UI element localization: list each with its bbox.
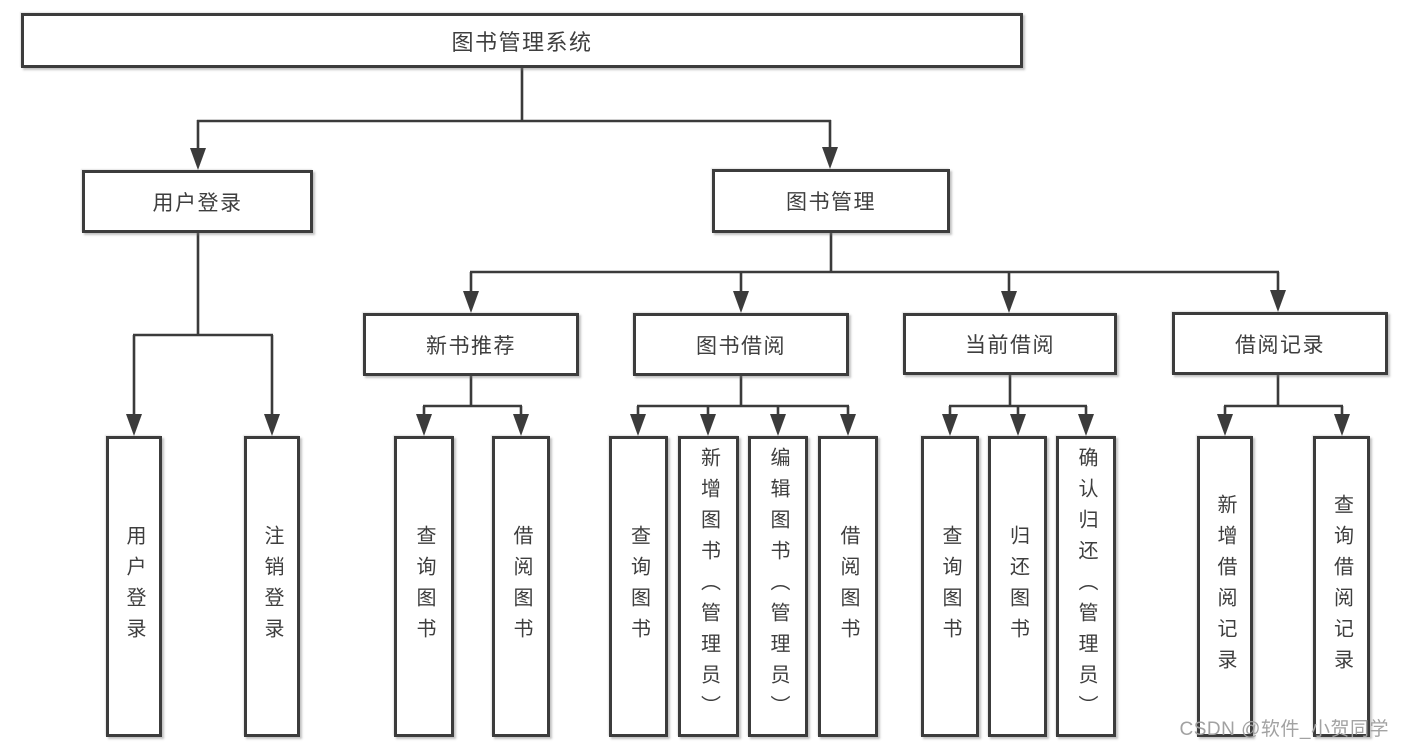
node-book-borrow: 图书借阅 [633, 313, 849, 376]
leaf-borrow-books-recommend: 借阅图书 [492, 436, 550, 737]
node-label: 新书推荐 [426, 334, 516, 358]
node-label: 注销登录 [261, 524, 283, 649]
node-label: 借阅记录 [1235, 333, 1325, 357]
node-label: 确认归还（管理员） [1075, 447, 1097, 726]
node-new-book-recommend: 新书推荐 [363, 313, 579, 376]
node-label: 新增借阅记录 [1214, 493, 1236, 680]
node-library-management-system: 图书管理系统 [21, 13, 1023, 68]
node-label: 编辑图书（管理员） [767, 447, 789, 726]
leaf-query-books-current: 查询图书 [921, 436, 979, 737]
connector-book-borrow [636, 376, 850, 418]
node-borrow-records: 借阅记录 [1172, 312, 1388, 375]
leaf-query-books-borrow: 查询图书 [609, 436, 668, 737]
node-label: 图书管理 [786, 191, 876, 214]
node-label: 查询图书 [627, 524, 650, 649]
node-book-management: 图书管理 [712, 169, 950, 233]
node-label: 查询图书 [413, 524, 435, 649]
node-current-borrow: 当前借阅 [903, 313, 1117, 375]
connector-book-management [469, 233, 1280, 296]
leaf-borrow-books: 借阅图书 [818, 436, 878, 737]
connector-root [196, 68, 832, 152]
node-label: 图书管理系统 [451, 29, 593, 55]
node-label: 用户登录 [152, 191, 243, 215]
csdn-watermark: CSDN @软件_小贺同学 [1179, 719, 1389, 740]
connector-borrow-records [1223, 375, 1344, 418]
leaf-add-borrow-record: 新增借阅记录 [1197, 436, 1253, 737]
node-label: 新增图书（管理员） [697, 447, 720, 726]
node-label: 归还图书 [1006, 524, 1029, 649]
leaf-edit-books-admin: 编辑图书（管理员） [748, 436, 808, 737]
connector-current-borrow [948, 375, 1088, 418]
leaf-confirm-return-admin: 确认归还（管理员） [1056, 436, 1116, 737]
node-label: 当前借阅 [965, 334, 1055, 357]
node-label: 借阅图书 [510, 524, 532, 649]
node-user-login: 用户登录 [82, 170, 313, 233]
leaf-add-books-admin: 新增图书（管理员） [678, 436, 739, 737]
node-label: 用户登录 [123, 524, 145, 649]
connector-user-login [132, 233, 274, 418]
node-label: 借阅图书 [837, 524, 859, 649]
leaf-user-login: 用户登录 [106, 436, 162, 737]
node-label: 图书借阅 [696, 334, 786, 358]
leaf-logout: 注销登录 [244, 436, 300, 737]
connector-new-book [422, 376, 523, 418]
node-label: 查询图书 [939, 524, 961, 649]
leaf-query-borrow-record: 查询借阅记录 [1313, 436, 1370, 737]
leaf-query-books-recommend: 查询图书 [394, 436, 454, 737]
node-label: 查询借阅记录 [1330, 493, 1353, 680]
leaf-return-books: 归还图书 [988, 436, 1047, 737]
